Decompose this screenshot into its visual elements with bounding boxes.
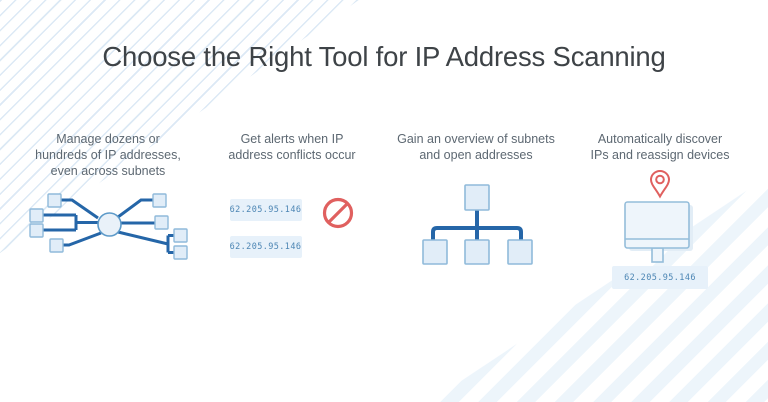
feature-caption: Get alerts when IP address conflicts occ… — [228, 131, 355, 163]
caption-line: even across subnets — [50, 164, 166, 178]
caption-line: hundreds of IP addresses, — [35, 148, 181, 162]
monitor-icon — [624, 201, 693, 263]
caption-line: IPs and reassign devices — [590, 148, 730, 162]
ip-chip-stack: 62.205.95.146 62.205.95.146 — [229, 199, 302, 258]
caption-line: address conflicts occur — [228, 148, 356, 162]
caption-line: Get alerts when IP — [240, 132, 344, 146]
feature-caption: Automatically discover IPs and reassign … — [591, 131, 730, 163]
ip-address-chip: 62.205.95.146 — [229, 236, 302, 258]
caption-line: and open addresses — [419, 148, 533, 162]
page-title: Choose the Right Tool for IP Address Sca… — [102, 41, 666, 72]
caption-line: Gain an overview of subnets — [397, 132, 555, 146]
feature-caption: Gain an overview of subnets and open add… — [397, 131, 555, 163]
feature-subnet-overview: Gain an overview of subnets and open add… — [384, 131, 568, 289]
conflict-illustration: 62.205.95.146 62.205.95.146 — [229, 197, 355, 258]
no-entry-icon — [322, 197, 353, 229]
feature-auto-discover: Automatically discover IPs and reassign … — [568, 131, 752, 289]
feature-conflict-alerts: Get alerts when IP address conflicts occ… — [200, 131, 384, 289]
location-pin-icon — [649, 169, 671, 199]
discover-illustration: 62.205.95.146 — [612, 169, 708, 289]
caption-line: Manage dozens or — [56, 132, 160, 146]
caption-line: Automatically discover — [597, 132, 723, 146]
feature-caption: Manage dozens or hundreds of IP addresse… — [35, 131, 181, 179]
ip-address-chip: 62.205.95.146 — [612, 266, 708, 289]
feature-manage-subnets: Manage dozens or hundreds of IP addresse… — [16, 131, 200, 289]
network-hub-illustration — [29, 193, 188, 260]
feature-columns: Manage dozens or hundreds of IP addresse… — [16, 131, 752, 289]
subnet-tree-illustration — [421, 184, 533, 265]
ip-address-chip: 62.205.95.146 — [229, 199, 302, 221]
